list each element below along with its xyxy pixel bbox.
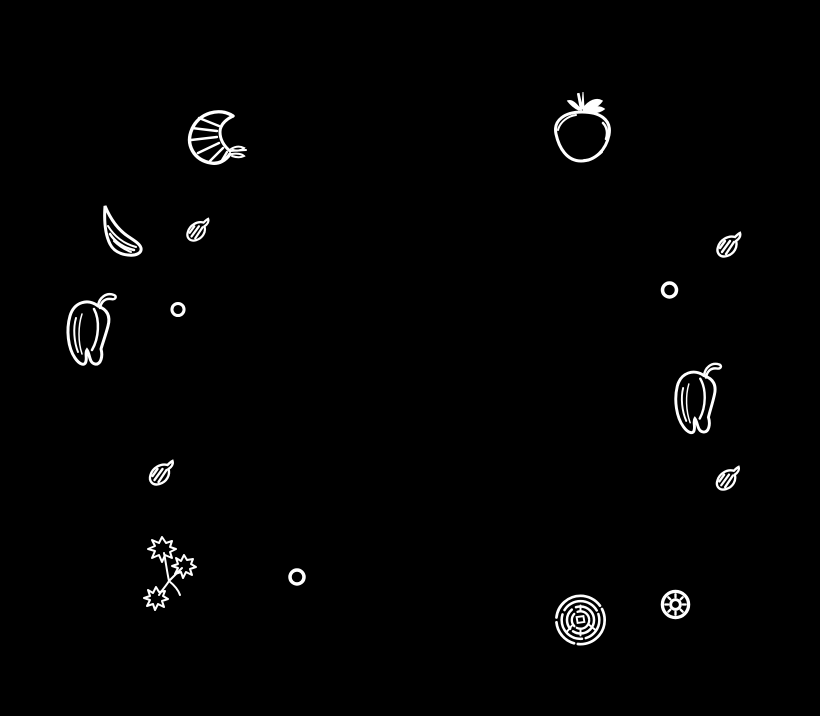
onion-slice-icon xyxy=(552,591,609,649)
peppercorn-ring-1-icon xyxy=(168,300,188,319)
seed-2-icon xyxy=(716,231,742,259)
seed-4-icon xyxy=(147,459,176,487)
seed-1-icon xyxy=(186,217,210,243)
bell-pepper-left-icon xyxy=(62,290,128,372)
parsley-sprig-icon xyxy=(136,535,198,611)
bell-pepper-right-icon xyxy=(669,358,736,442)
shrimp-icon xyxy=(186,109,250,167)
peppercorn-ring-3-icon xyxy=(286,566,308,588)
peppercorn-ring-2-icon xyxy=(658,279,681,301)
garlic-clove-icon xyxy=(100,204,146,257)
tomato-icon xyxy=(544,90,620,168)
kiwi-slice-icon xyxy=(659,588,692,621)
seed-3-icon xyxy=(715,465,741,492)
